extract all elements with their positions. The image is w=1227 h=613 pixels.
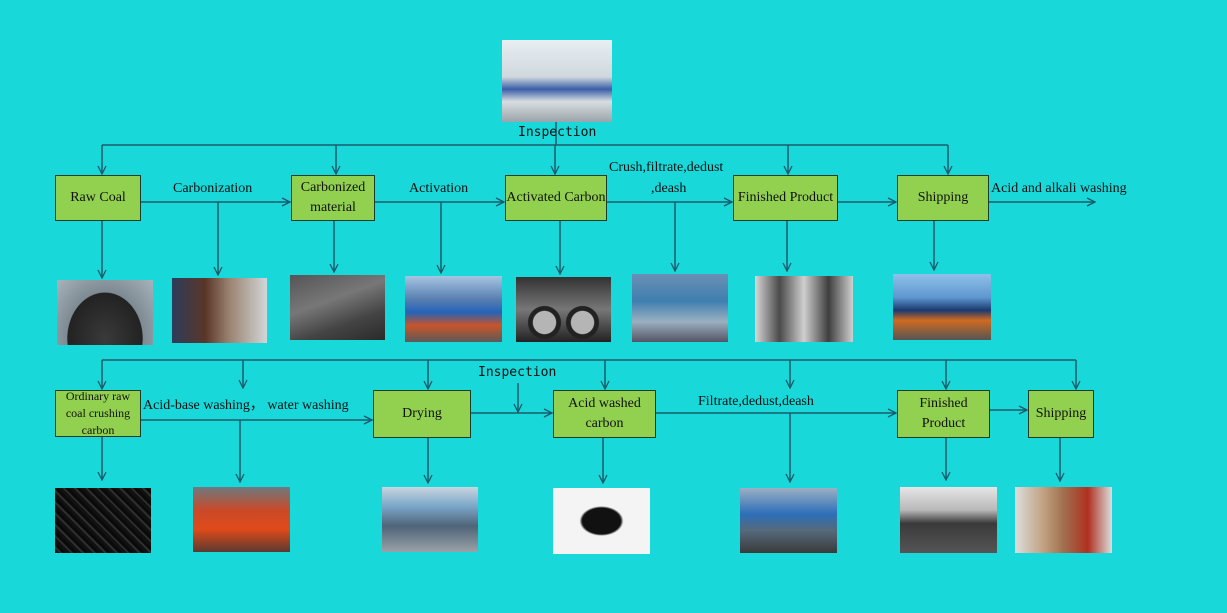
crush-label: Crush,filtrate,dedust	[609, 160, 724, 175]
drying-equipment-photo	[382, 487, 478, 552]
row2-shipping-box: Shipping	[1028, 390, 1094, 438]
carbonized-material-box: Carbonized material	[291, 175, 375, 221]
raw-coal-photo	[57, 280, 153, 345]
filtrate-equipment-photo	[740, 488, 837, 553]
carbonization-label: Carbonization	[173, 181, 253, 196]
carbonization-plant-photo	[172, 278, 267, 343]
lab-photo	[502, 40, 612, 122]
carbonized-material-photo	[290, 275, 385, 340]
activation-furnace-photo	[405, 276, 502, 342]
finished-product-box: Finished Product	[733, 175, 838, 221]
raw-coal-box: Raw Coal	[55, 175, 141, 221]
deash-label: ,deash	[651, 181, 687, 196]
ordinary-raw-coal-box: Ordinary raw coal crushing carbon	[55, 389, 141, 437]
row2-inspection-label: Inspection	[478, 365, 557, 380]
filtrate-dedust-deash-label: Filtrate,dedust,deash	[698, 394, 814, 409]
acid-washed-carbon-box: Acid washed carbon	[553, 390, 656, 438]
row2-finished-product-box: Finished Product	[897, 390, 990, 438]
drying-box: Drying	[373, 390, 471, 438]
acid-alkali-washing-label: Acid and alkali washing	[991, 181, 1127, 196]
activation-label: Activation	[409, 181, 469, 196]
container-loading-photo	[1015, 487, 1112, 553]
top-inspection-label: Inspection	[518, 125, 597, 140]
finished-product-bags-photo	[755, 276, 853, 342]
activated-carbon-box: Activated Carbon	[505, 175, 607, 221]
acid-washed-carbon-photo	[553, 488, 650, 554]
shipping-box: Shipping	[897, 175, 989, 221]
shipping-truck-photo	[893, 274, 991, 340]
warehouse-bags-photo	[900, 487, 997, 553]
activated-carbon-photo	[516, 277, 611, 342]
washing-equipment-photo	[193, 487, 290, 552]
acid-base-washing-label: Acid-base washing， water washing	[143, 398, 349, 413]
crushing-equipment-photo	[632, 274, 728, 342]
crushed-coal-photo	[55, 488, 151, 553]
